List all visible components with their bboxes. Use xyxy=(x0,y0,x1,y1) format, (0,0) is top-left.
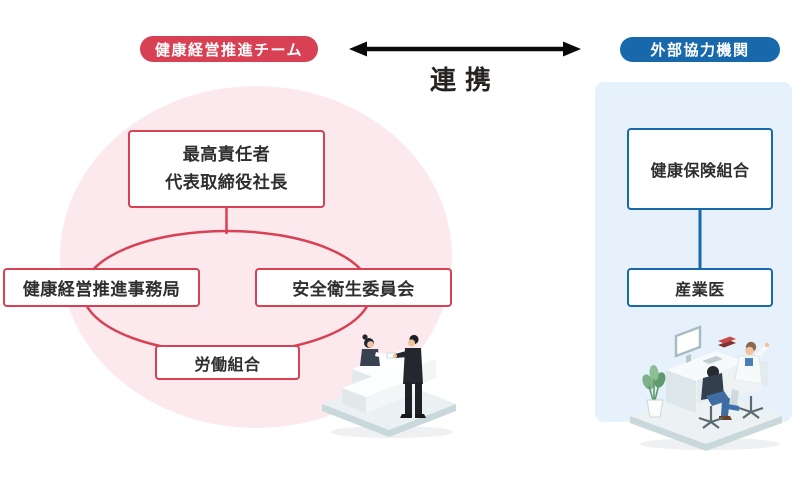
node-labor-union: 労働組合 xyxy=(155,345,300,380)
node-secretariat: 健康経営推進事務局 xyxy=(3,268,200,307)
connection-label: 連携 xyxy=(429,65,500,95)
node-safety-committee: 安全衛生委員会 xyxy=(255,268,452,307)
node-health-insurance: 健康保険組合 xyxy=(627,128,773,210)
chief-title-line1: 最高責任者 xyxy=(182,144,271,164)
reception-counter-illustration xyxy=(322,334,456,438)
node-chief-executive: 最高責任者 代表取締役社長 xyxy=(128,130,325,208)
doctor-consultation-illustration xyxy=(630,325,782,451)
node-occupational-physician: 産業医 xyxy=(627,268,773,307)
chief-title-line2: 代表取締役社長 xyxy=(165,173,288,192)
team-badge: 健康経営推進チーム xyxy=(140,36,318,62)
double-arrow-icon xyxy=(349,41,581,57)
external-badge: 外部協力機関 xyxy=(620,37,780,62)
